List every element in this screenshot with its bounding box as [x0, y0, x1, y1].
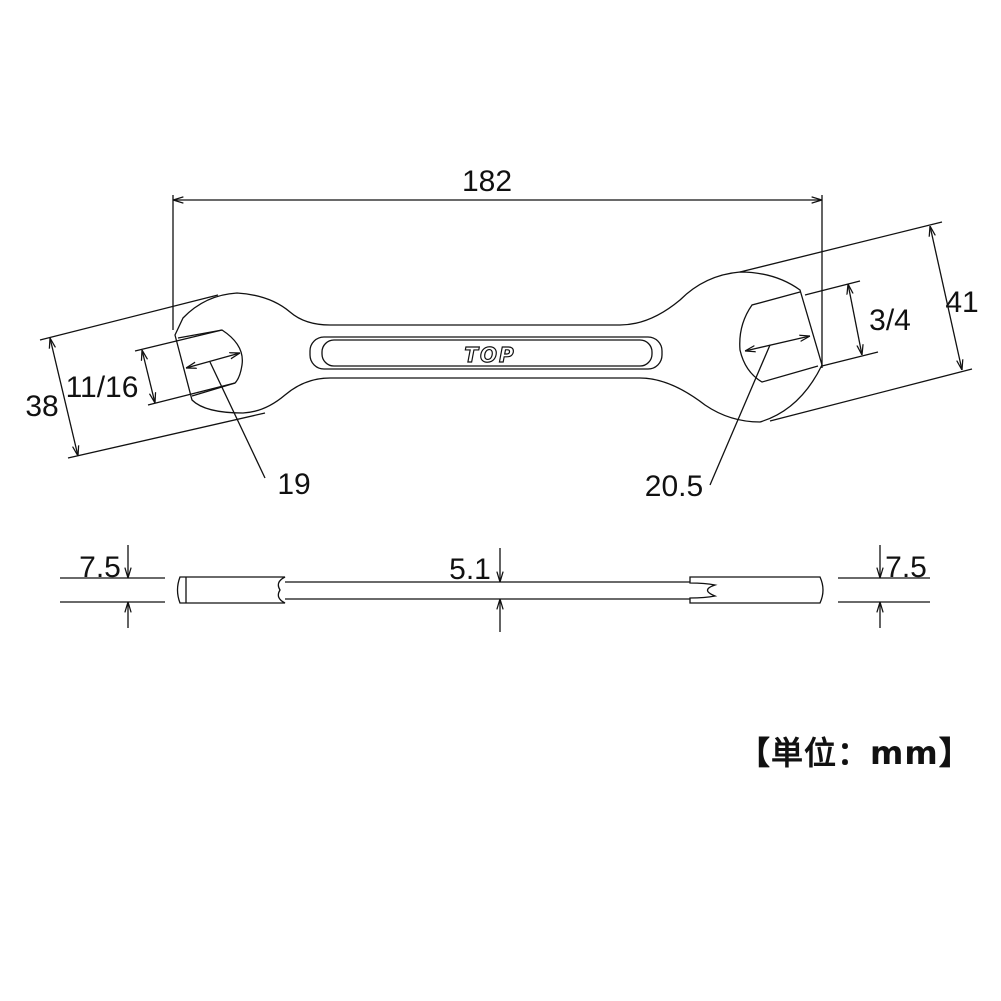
dim-left-head-width: 38: [25, 390, 58, 423]
unit-label: 【単位：mm】: [738, 734, 972, 772]
dim-left-opening-mm: 19: [277, 468, 310, 501]
handle-slot-outer: [309, 336, 663, 370]
left-jaw-opening: [177, 329, 243, 397]
brand-logo: TOP: [464, 343, 515, 367]
dim-left-thickness: 7.5: [79, 551, 121, 584]
side-view: [60, 545, 930, 632]
dim-right-opening-inch: 3/4: [869, 304, 911, 337]
dim-middle-thickness: 5.1: [449, 553, 491, 586]
dim-left-opening-inch: 11/16: [66, 371, 139, 404]
dim-right-head-width: 41: [945, 286, 978, 319]
dim-overall-length: 182: [462, 165, 512, 198]
handle-slot-inner: [321, 339, 653, 367]
dim-right-thickness: 7.5: [885, 551, 927, 584]
wrench-body-outline: [174, 271, 823, 423]
dim-right-opening-mm: 20.5: [645, 470, 703, 503]
